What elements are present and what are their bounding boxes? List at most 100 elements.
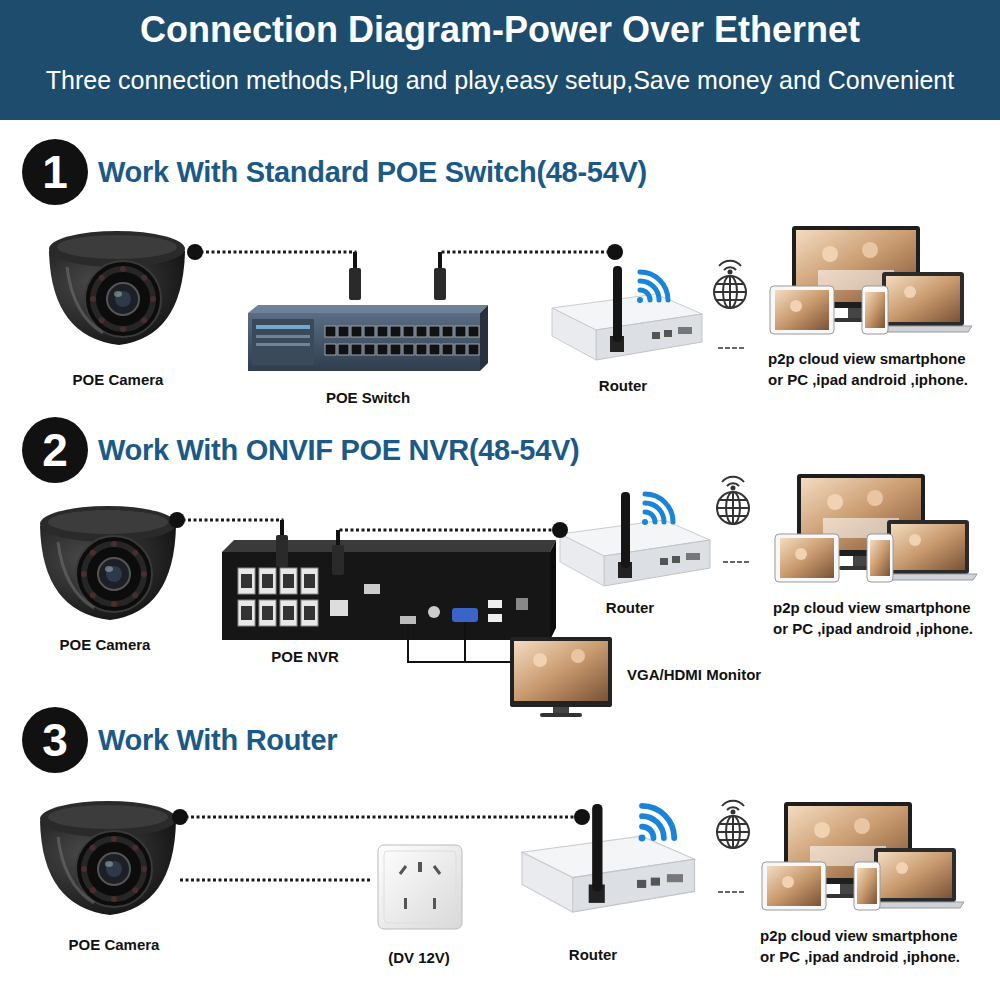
poe-switch: POE Switch xyxy=(245,300,493,408)
cable-connector xyxy=(705,561,750,563)
diagram-title: Connection Diagram-Power Over Ethernet xyxy=(0,8,1000,52)
wifi-symbol xyxy=(637,272,668,303)
node-caption: POE Camera xyxy=(44,935,184,955)
poe-camera: POE Camera xyxy=(45,222,195,392)
router: Router xyxy=(548,252,700,396)
poe-switch-device-part xyxy=(256,343,310,346)
rj45-plug-part xyxy=(438,252,442,270)
monitor-device xyxy=(510,637,612,717)
power-outlet-part xyxy=(384,851,456,923)
viewing-devices-picture xyxy=(770,226,972,334)
nvr-device-part xyxy=(222,540,556,552)
poe-switch-device-part xyxy=(324,325,480,361)
step-badge: 3Work With Router xyxy=(22,707,88,773)
nvr-device-part xyxy=(222,552,550,640)
connector-end-dot-part xyxy=(552,522,568,538)
router: Router xyxy=(515,817,700,967)
step-number: 2 xyxy=(22,417,88,483)
nvr-device-part xyxy=(488,614,502,622)
section-heading: Work With ONVIF POE NVR(48-54V) xyxy=(98,432,738,468)
cable-connector xyxy=(180,816,582,819)
rj45-plug-part xyxy=(434,268,446,300)
rj45-plug-part xyxy=(353,252,357,270)
router-device xyxy=(522,804,695,912)
poe-switch-device xyxy=(248,305,488,371)
nvr-device-part xyxy=(330,600,348,616)
monitor-device-part xyxy=(553,707,569,713)
globe-symbol xyxy=(714,261,746,308)
cable-connector xyxy=(180,879,370,882)
rj45-plug-part xyxy=(280,520,284,537)
power-outlet-box: (DV 12V) xyxy=(370,843,468,935)
nvr-device-part xyxy=(400,616,416,624)
monitor-device-part xyxy=(540,713,582,717)
step-number: 3 xyxy=(22,707,88,773)
subtitle-label: Three connection methods,Plug and play,e… xyxy=(0,64,1000,96)
nvr-device-part xyxy=(550,540,556,640)
power-outlet-part xyxy=(433,898,436,909)
node-caption: POE Switch xyxy=(245,388,491,408)
power-outlet xyxy=(378,845,462,929)
node-caption: Router xyxy=(560,598,700,618)
poe-switch-device-part xyxy=(252,319,314,365)
node-caption: Router xyxy=(548,376,698,396)
node-caption: (DV 12V) xyxy=(370,948,468,968)
viewing-devices: p2p cloud view smartphone or PC ,ipad an… xyxy=(745,222,995,392)
power-outlet-part xyxy=(418,862,422,872)
connector-end-dot-part xyxy=(607,244,623,260)
connector-end-dot-part xyxy=(172,809,188,825)
nvr-device-part xyxy=(452,608,478,622)
monitor: VGA/HDMI Monitor xyxy=(510,637,612,707)
nvr-device-part xyxy=(488,600,502,608)
poe-camera: POE Camera xyxy=(35,790,180,960)
connector-end-dot-part xyxy=(187,244,203,260)
nvr-device xyxy=(222,540,556,640)
router: Router xyxy=(560,480,705,620)
dome-camera xyxy=(40,506,176,620)
poe-switch-device-part xyxy=(248,313,480,371)
cable-connector xyxy=(440,252,615,300)
poe-switch-device-part xyxy=(480,305,488,371)
router-device xyxy=(552,266,702,360)
node-caption: Router xyxy=(523,945,663,965)
connector-end-dot-part xyxy=(169,512,185,528)
rj45-plug xyxy=(276,520,344,575)
video-cable-part xyxy=(464,622,466,662)
wifi-symbol xyxy=(639,806,675,842)
power-outlet-part xyxy=(378,845,462,929)
poe-switch-device-part xyxy=(256,335,310,338)
rj45-plug-part xyxy=(332,545,344,575)
router-device xyxy=(560,492,710,586)
video-cable xyxy=(408,622,465,662)
node-caption: p2p cloud view smartphone or PC ,ipad an… xyxy=(760,925,970,967)
node-caption: POE Camera xyxy=(45,370,191,390)
node-caption: POE Camera xyxy=(35,635,175,655)
monitor-device-part xyxy=(533,653,547,667)
power-outlet-part xyxy=(404,898,407,909)
nvr-device-part xyxy=(236,566,320,630)
monitor-device-part xyxy=(514,641,608,701)
cable-connector xyxy=(408,640,510,662)
connector-end-dot-part xyxy=(574,809,590,825)
poe-switch-device-part xyxy=(256,325,310,329)
rj45-plug xyxy=(349,252,446,300)
header-band xyxy=(0,0,1000,120)
nvr-device-part xyxy=(364,584,380,594)
nvr-device-part xyxy=(428,606,440,618)
section-heading: Work With Standard POE Switch(48-54V) xyxy=(98,154,738,190)
viewing-devices: p2p cloud view smartphone or PC ,ipad an… xyxy=(750,470,998,640)
node-caption: p2p cloud view smartphone or PC ,ipad an… xyxy=(768,348,978,390)
section-heading: Work With Router xyxy=(98,722,738,758)
step-number: 1 xyxy=(22,139,88,205)
node-caption: p2p cloud view smartphone or PC ,ipad an… xyxy=(773,597,983,639)
step-badge: 1Work With Standard POE Switch(48-54V) xyxy=(22,139,88,205)
monitor-device-part xyxy=(571,649,585,663)
poe-camera: POE Camera xyxy=(35,498,177,656)
cable-connector xyxy=(700,347,745,349)
step-badge: 2Work With ONVIF POE NVR(48-54V) xyxy=(22,417,88,483)
globe-symbol xyxy=(717,801,749,848)
viewing-devices-picture xyxy=(762,802,964,910)
